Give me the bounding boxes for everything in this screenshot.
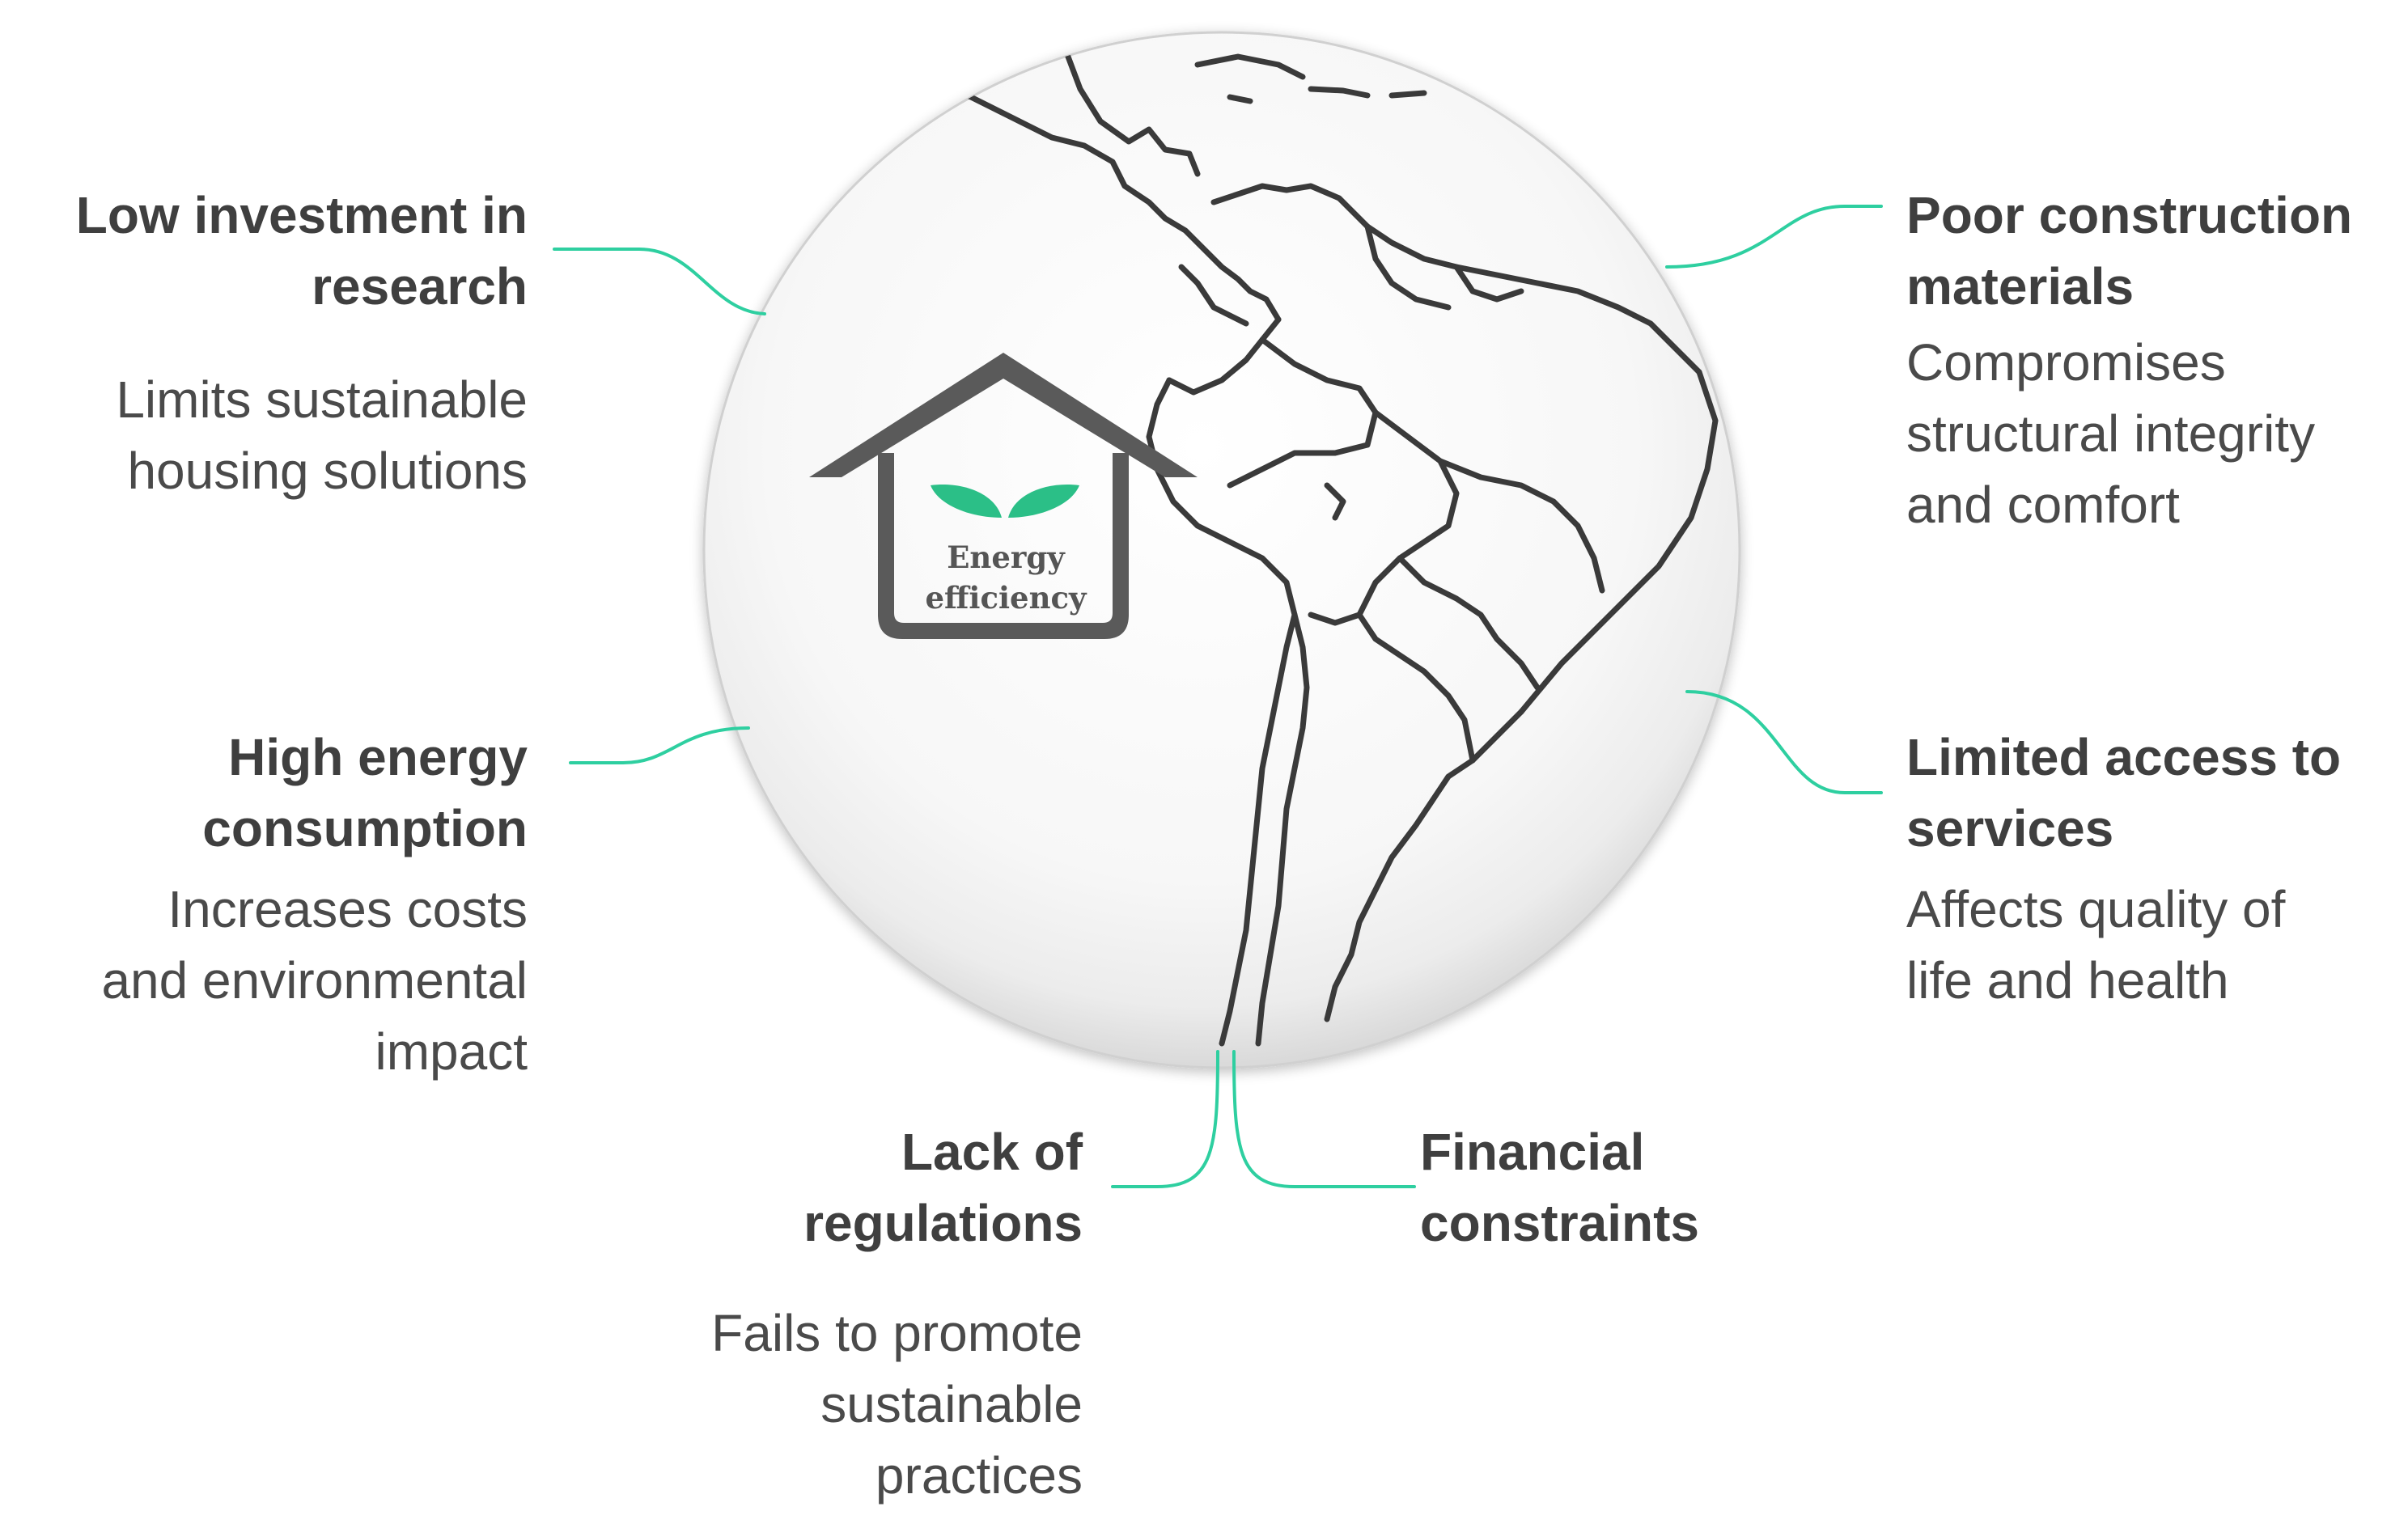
item-financial: Financial constraints xyxy=(1420,1116,1699,1259)
item-title: Limited access to services xyxy=(1906,728,2342,857)
logo-text-line1: Energy xyxy=(947,540,1066,575)
item-description: Limits sustainable housing solutions xyxy=(116,370,528,500)
leaf-icon xyxy=(931,485,1079,518)
logo-text-line2: efficiency xyxy=(925,580,1087,616)
item-title: Poor construction materials xyxy=(1906,186,2353,315)
item-title: Lack of regulations xyxy=(803,1123,1083,1252)
item-limited-access: Limited access to services Affects quali… xyxy=(1906,722,2341,1016)
item-title: High energy consumption xyxy=(202,728,528,857)
item-low-investment: Low investment in research Limits sustai… xyxy=(76,180,528,506)
item-description: Affects quality of life and health xyxy=(1906,880,2286,1009)
house-icon: Energy efficiency xyxy=(809,353,1198,639)
connectors xyxy=(553,205,1883,1188)
item-poor-construction: Poor construction materials Compromises … xyxy=(1906,180,2352,540)
item-title: Low investment in research xyxy=(75,186,528,315)
globe-map-icon xyxy=(702,31,1741,1069)
item-description: Fails to promote sustainable practices xyxy=(711,1304,1083,1505)
connector-high-energy xyxy=(569,726,750,764)
item-title: Financial constraints xyxy=(1420,1123,1699,1252)
item-description: Increases costs and environmental impact xyxy=(101,880,528,1081)
item-lack-regulations: Lack of regulations Fails to promote sus… xyxy=(711,1116,1083,1511)
south-america-map xyxy=(911,53,1719,1047)
connector-poor-construction xyxy=(1665,205,1883,269)
item-description: Compromises structural integrity and com… xyxy=(1906,333,2316,534)
connector-lack-regulations xyxy=(1111,1050,1219,1188)
connector-limited-access xyxy=(1685,690,1883,794)
item-high-energy: High energy consumption Increases costs … xyxy=(101,722,528,1087)
connector-financial xyxy=(1232,1050,1416,1188)
connector-low-investment xyxy=(553,248,766,315)
